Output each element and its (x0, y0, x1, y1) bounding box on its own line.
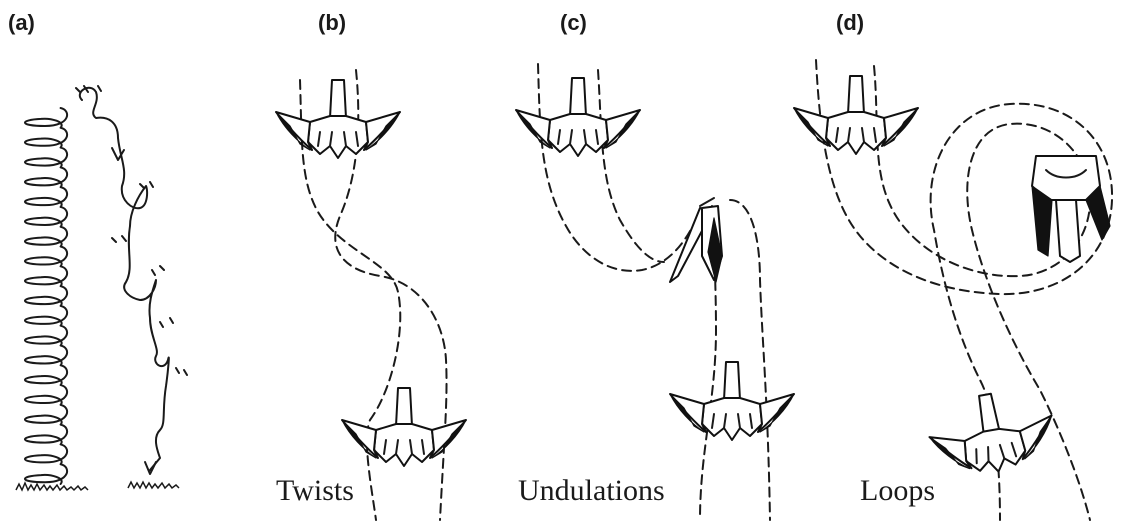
ground-left (16, 483, 88, 490)
panel-d-label: (d) (836, 10, 864, 35)
caption-undulations: Undulations (518, 474, 665, 507)
panel-b-label: (b) (318, 10, 346, 35)
seed-undulation-bottom (670, 362, 794, 440)
panel-c-drawing (516, 64, 794, 520)
seed-loop-bottom (924, 384, 1060, 482)
panel-a-drawing (16, 86, 187, 490)
undulation-path-right (598, 70, 664, 262)
seed-twist-bottom (342, 388, 466, 466)
panel-d-drawing (794, 60, 1112, 520)
stepwise-descent-path (80, 88, 169, 470)
panel-b-drawing (276, 70, 466, 520)
helix-descent-path (25, 108, 67, 484)
panel-a-label: (a) (8, 10, 35, 35)
seed-twist-top (276, 80, 400, 158)
seed-undulation-top (516, 78, 640, 156)
panel-c-label: (c) (560, 10, 587, 35)
seed-undulation-mid (670, 198, 722, 282)
seed-loop-top (794, 76, 918, 154)
undulation-path-left (538, 64, 700, 271)
undulation-path-lower-right (730, 200, 770, 520)
caption-loops: Loops (860, 474, 935, 507)
caption-twists: Twists (276, 474, 354, 507)
ground-right (128, 482, 179, 488)
